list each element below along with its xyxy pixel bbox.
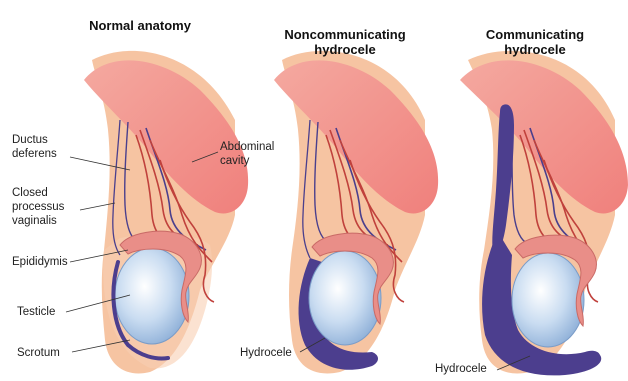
panel-communicating — [460, 51, 628, 376]
label-ductus-deferens: Ductus deferens — [12, 133, 57, 161]
panel-title-normal: Normal anatomy — [60, 18, 220, 33]
panel-title-communicating-text: Communicating hydrocele — [486, 27, 584, 57]
panel-title-noncommunicating-text: Noncommunicating hydrocele — [284, 27, 405, 57]
panel-title-communicating: Communicating hydrocele — [455, 12, 615, 57]
label-scrotum: Scrotum — [17, 346, 60, 360]
label-hydrocele-communicating: Hydrocele — [435, 362, 487, 376]
label-epididymis: Epididymis — [12, 255, 68, 269]
testicle-shape — [309, 251, 381, 345]
label-hydrocele-noncommunicating: Hydrocele — [240, 346, 292, 360]
label-testicle: Testicle — [17, 305, 55, 319]
panel-normal — [84, 51, 248, 374]
label-closed-processus-vaginalis: Closed processus vaginalis — [12, 186, 64, 228]
panel-title-noncommunicating: Noncommunicating hydrocele — [255, 12, 435, 57]
testicle-shape — [512, 253, 584, 347]
panel-title-normal-text: Normal anatomy — [89, 18, 191, 33]
label-abdominal-cavity: Abdominal cavity — [220, 140, 274, 168]
panel-noncommunicating — [274, 51, 438, 374]
